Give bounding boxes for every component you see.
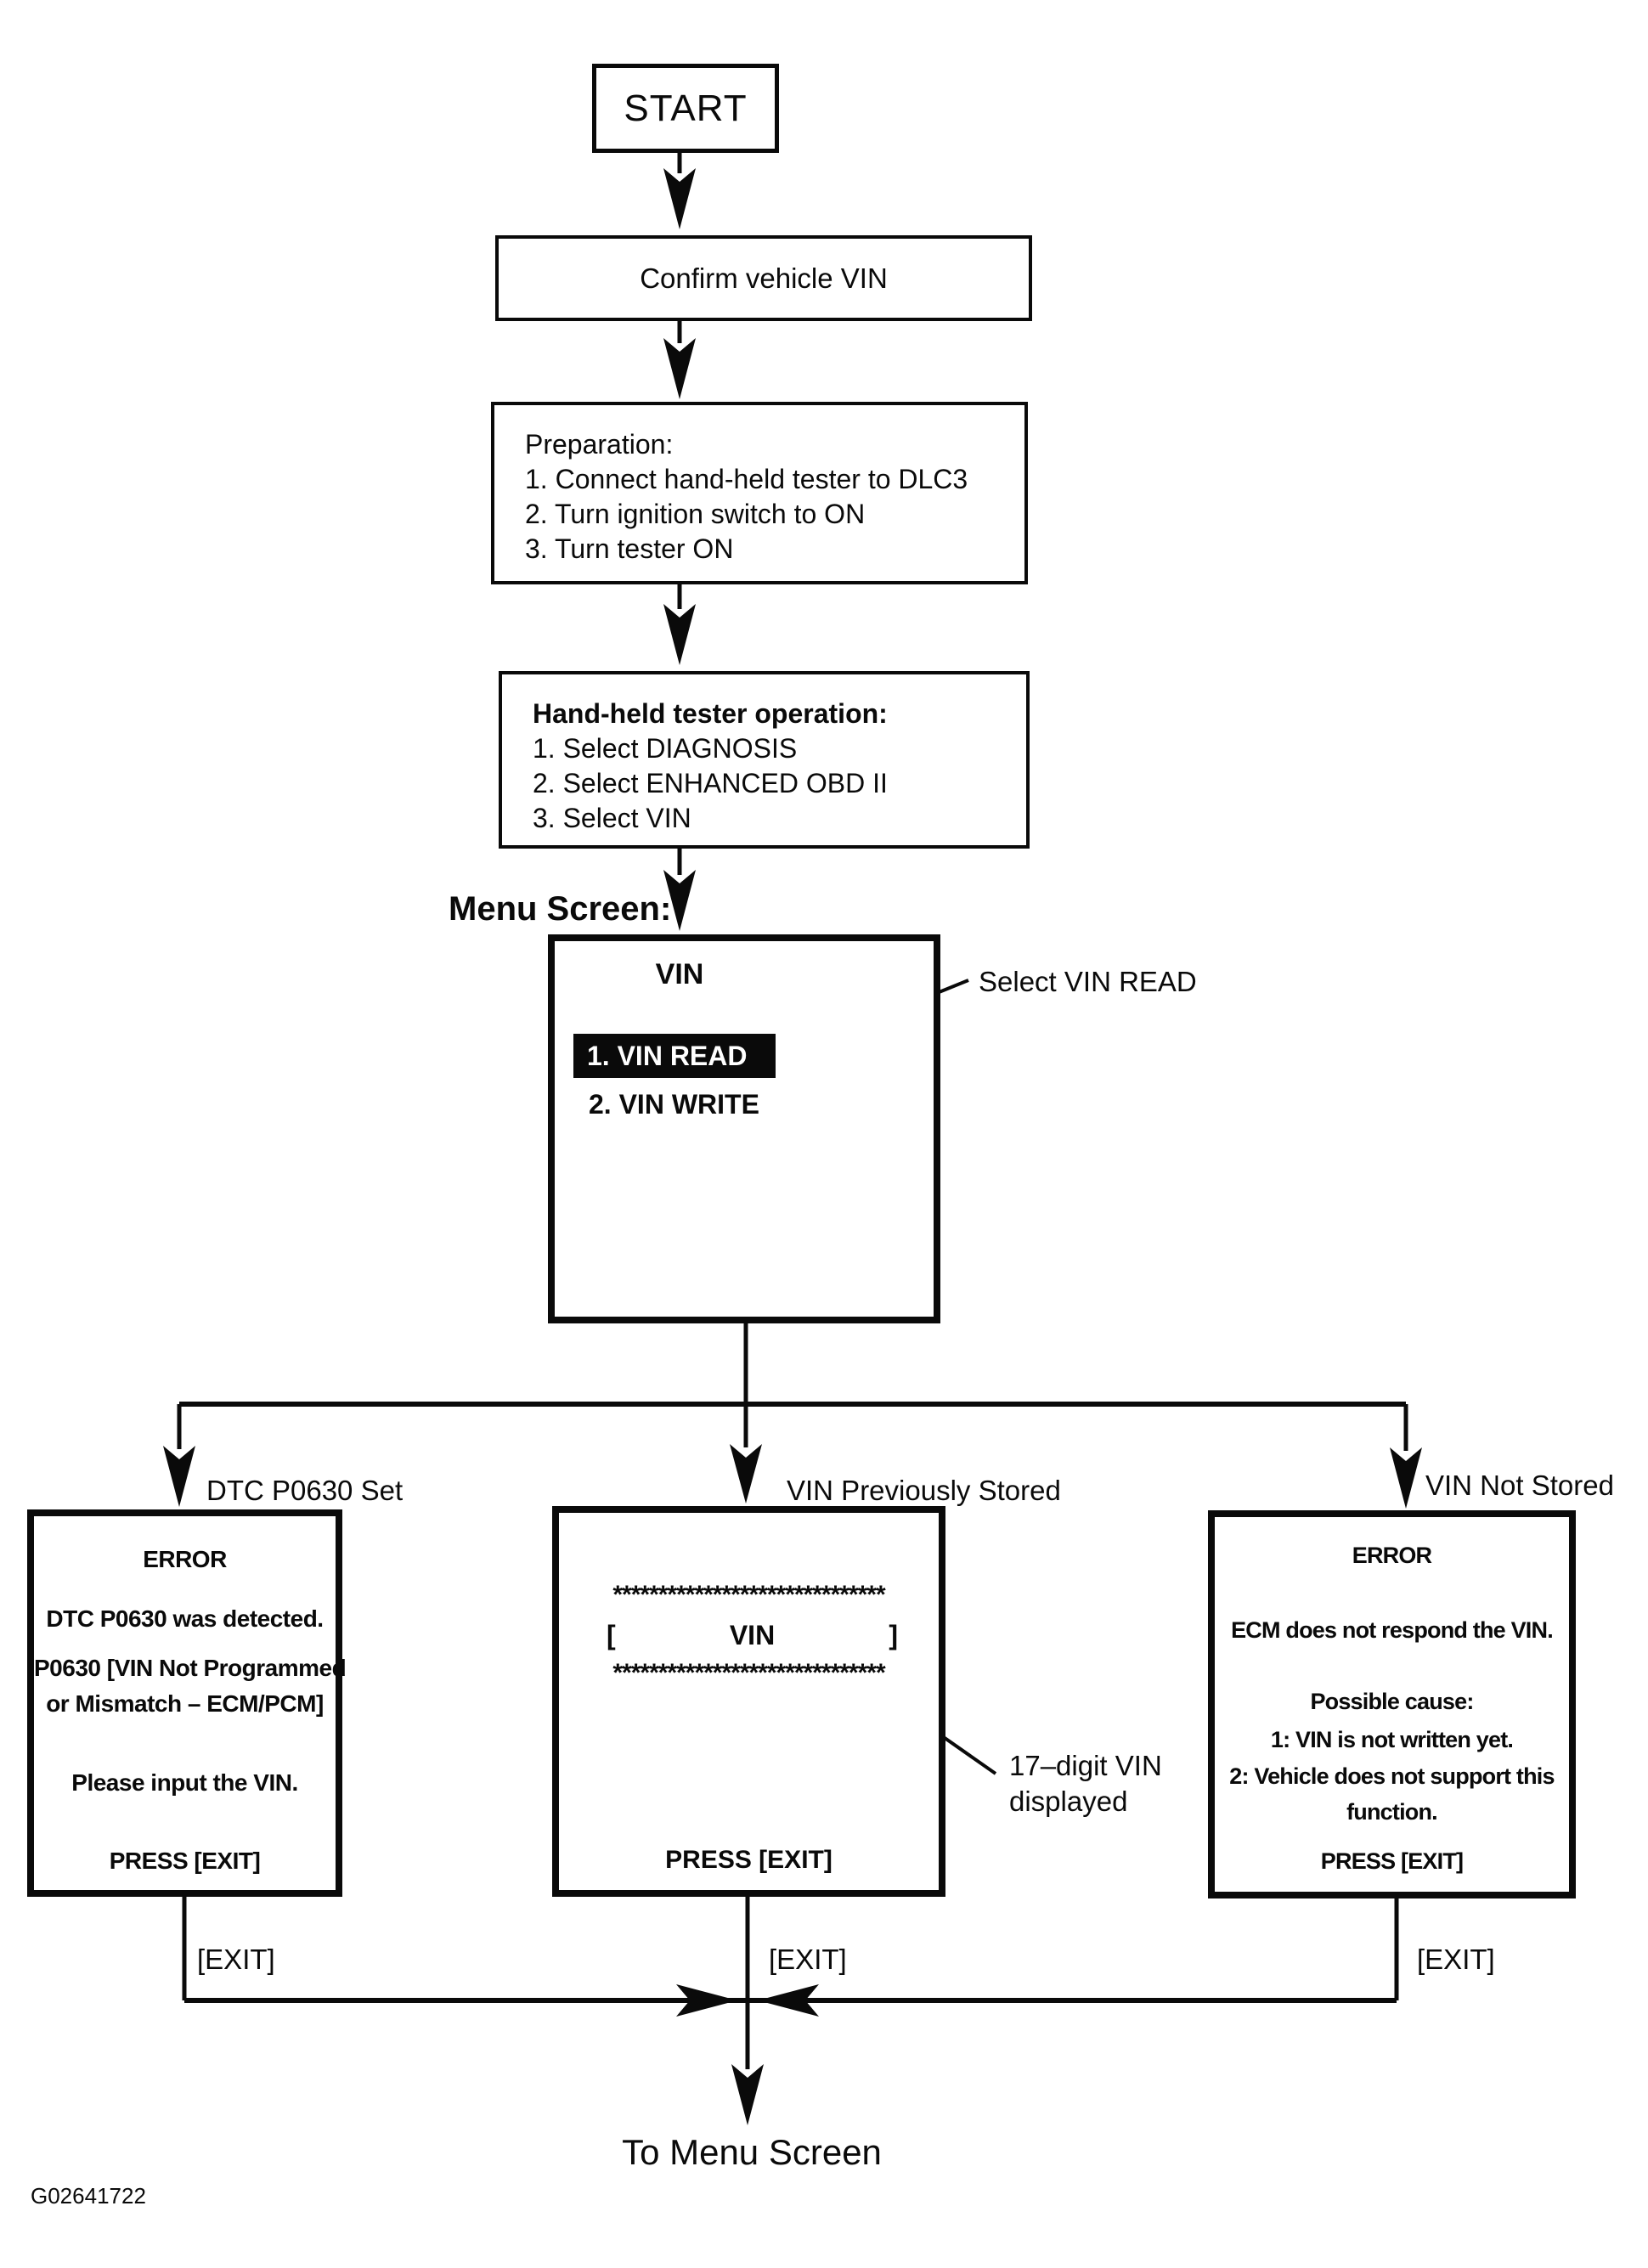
- error2-line-cause1: 1: VIN is not written yet.: [1270, 1727, 1514, 1752]
- menu-item-vin-write: 2. VIN WRITE: [589, 1089, 759, 1120]
- callout-17-digit-vin-line1: 17–digit VIN: [1009, 1750, 1162, 1781]
- stars-row-top: ******************************: [612, 1581, 885, 1609]
- arrow-branch-left: [163, 1404, 195, 1507]
- bracket-open: [: [607, 1620, 616, 1650]
- menu-item-vin-read-label: 1. VIN READ: [587, 1040, 748, 1071]
- error2-title: ERROR: [1352, 1543, 1432, 1568]
- vin-display-node: ****************************** [ VIN ] *…: [552, 1506, 945, 1897]
- arrow-to-menu-screen: [731, 2000, 764, 2125]
- tester-operation-title: Hand-held tester operation:: [533, 698, 888, 729]
- tester-operation-node: Hand-held tester operation: 1. Select DI…: [499, 671, 1030, 849]
- confirm-vin-node: Confirm vehicle VIN: [495, 235, 1032, 321]
- arrow-preparation-to-tester: [663, 584, 696, 665]
- start-node: START: [592, 64, 779, 153]
- error-dtc-p0630-node: ERROR DTC P0630 was detected. P0630 [VIN…: [27, 1509, 347, 1897]
- arrow-branch-right: [1390, 1404, 1422, 1509]
- arrow-branch-middle: [730, 1404, 762, 1504]
- tester-step-1: 1. Select DIAGNOSIS: [533, 733, 798, 764]
- menu-title: VIN: [655, 958, 704, 990]
- arrow-start-to-confirm: [663, 153, 696, 229]
- branch-label-dtc-p0630-set: DTC P0630 Set: [206, 1475, 404, 1506]
- arrow-tester-to-menu: [663, 849, 696, 931]
- exit-label-middle: [EXIT]: [769, 1944, 847, 1975]
- tester-step-3: 3. Select VIN: [533, 803, 691, 833]
- exit-label-left: [EXIT]: [197, 1944, 275, 1975]
- menu-item-vin-read: 1. VIN READ: [573, 1034, 776, 1078]
- preparation-step-2: 2. Turn ignition switch to ON: [525, 499, 866, 529]
- vin-display-press-exit: PRESS [EXIT]: [665, 1846, 832, 1874]
- preparation-step-1: 1. Connect hand-held tester to DLC3: [525, 464, 968, 494]
- arrow-confirm-to-preparation: [663, 321, 696, 399]
- error2-line-cause2a: 2: Vehicle does not support this: [1229, 1763, 1555, 1789]
- vin-display-title: VIN: [729, 1620, 776, 1650]
- error2-press-exit: PRESS [EXIT]: [1320, 1848, 1464, 1874]
- stars-row-bottom: ******************************: [612, 1659, 885, 1687]
- error-line-input-vin: Please input the VIN.: [71, 1769, 298, 1796]
- menu-screen-node: [548, 934, 940, 1323]
- error-title: ERROR: [143, 1546, 227, 1572]
- tester-step-2: 2. Select ENHANCED OBD II: [533, 768, 888, 798]
- bracket-close: ]: [889, 1620, 898, 1650]
- menu-screen-heading: Menu Screen:: [449, 890, 672, 928]
- error2-line-cause2b: function.: [1346, 1799, 1438, 1825]
- callout-select-vin-read: Select VIN READ: [979, 966, 1197, 997]
- preparation-step-3: 3. Turn tester ON: [525, 533, 734, 564]
- start-label: START: [624, 87, 748, 129]
- exit-label-right: [EXIT]: [1417, 1944, 1495, 1975]
- error-line-p0630-a: P0630 [VIN Not Programmed: [34, 1655, 347, 1681]
- callout-17-digit-vin-line2: displayed: [1009, 1786, 1128, 1817]
- preparation-title: Preparation:: [525, 429, 674, 460]
- error-line-detected: DTC P0630 was detected.: [46, 1605, 324, 1632]
- junction-arrowheads: [676, 1984, 819, 2017]
- error-no-response-node: ERROR ECM does not respond the VIN. Poss…: [1208, 1510, 1576, 1898]
- error-line-p0630-b: or Mismatch – ECM/PCM]: [46, 1690, 324, 1717]
- error-press-exit: PRESS [EXIT]: [109, 1848, 261, 1874]
- confirm-vin-label: Confirm vehicle VIN: [640, 262, 888, 294]
- vin-display-row: [ VIN ]: [559, 1620, 939, 1651]
- error2-line-ecm: ECM does not respond the VIN.: [1231, 1617, 1554, 1643]
- error2-line-cause: Possible cause:: [1310, 1689, 1474, 1714]
- figure-id: G02641722: [31, 2183, 146, 2209]
- menu-item-vin-write-label: 2. VIN WRITE: [589, 1089, 759, 1120]
- preparation-node: Preparation: 1. Connect hand-held tester…: [491, 402, 1028, 584]
- branch-label-vin-previously-stored: VIN Previously Stored: [787, 1475, 1061, 1506]
- to-menu-screen-label: To Menu Screen: [622, 2132, 882, 2172]
- branch-label-vin-not-stored: VIN Not Stored: [1425, 1470, 1614, 1501]
